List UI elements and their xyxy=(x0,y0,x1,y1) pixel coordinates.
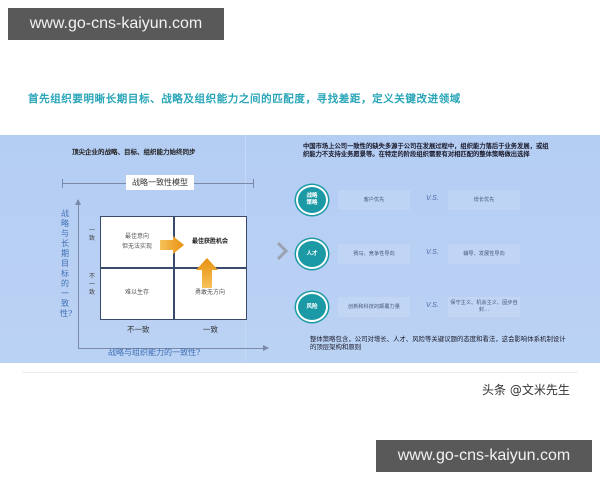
vs-label: V.S. xyxy=(426,249,439,256)
badge-text: 策略 xyxy=(306,200,318,206)
headline: 首先组织要明晰长期目标、战略及组织能力之间的匹配度，寻找差距，定义关键改进领域 xyxy=(28,93,461,105)
grid-horizontal-divider xyxy=(101,267,246,269)
comparison-row-talent: 人才 赛马、竞争性导向 V.S. 辅导、发展性导向 xyxy=(296,239,566,271)
cell-text: 最佳意向 xyxy=(124,233,149,240)
cell-text: 勇敢无方向 xyxy=(194,289,225,296)
comparison-row-risk: 风险 创新和科技的颠覆力量 V.S. 保守主义、机会主义、固步自封… xyxy=(296,292,566,324)
col-tick-aligned: 一致 xyxy=(203,325,218,334)
right-panel-intro: 中国市场上公司一致性的缺失多源于公司在发展过程中，组织能力落后于业务发展，或组织… xyxy=(303,143,549,158)
cell-bottom-right: 勇敢无方向 xyxy=(174,268,246,318)
matrix-grid: 最佳意向 但无法实现 最佳获胜机会 难以生存 勇敢无方向 xyxy=(100,216,247,320)
option-b: 辅导、发展性导向 xyxy=(448,244,520,264)
left-panel-title: 顶尖企业的战略、目标、组织能力始终同步 xyxy=(72,148,196,156)
comparison-row-strategy: 战略 策略 客户优先 V.S. 增长优先 xyxy=(296,185,566,217)
cell-text: 难以生存 xyxy=(124,289,149,296)
cell-bottom-left: 难以生存 xyxy=(101,268,173,318)
x-axis-label: 战略与组织能力的一致性? xyxy=(108,348,201,357)
col-tick-misaligned: 不一致 xyxy=(127,325,150,334)
cell-top-left: 最佳意向 但无法实现 xyxy=(101,217,173,267)
badge-text: 人才 xyxy=(306,250,318,257)
badge-talent: 人才 xyxy=(296,239,328,269)
author-credit: 头条 @文米先生 xyxy=(482,383,570,397)
option-b: 保守主义、机会主义、固步自封… xyxy=(448,297,520,317)
cell-top-right: 最佳获胜机会 xyxy=(174,217,246,267)
arrow-up-icon xyxy=(196,258,218,288)
watermark-bottom: www.go-cns-kaiyun.com xyxy=(376,440,592,472)
vs-label: V.S. xyxy=(426,195,439,202)
chevron-right-icon xyxy=(276,241,288,261)
watermark-top: www.go-cns-kaiyun.com xyxy=(8,8,224,40)
x-axis xyxy=(78,345,269,351)
option-a: 创新和科技的颠覆力量 xyxy=(338,297,410,317)
separator-line xyxy=(22,372,578,373)
option-a: 客户优先 xyxy=(338,190,410,210)
cell-text: 但无法实现 xyxy=(121,243,152,250)
arrow-right-icon xyxy=(160,236,184,254)
model-label: 战略一致性模型 xyxy=(126,175,194,190)
y-axis-label: 战略与长期目标的一致性? xyxy=(60,209,73,318)
badge-text: 风险 xyxy=(306,303,318,310)
diagram-band: 顶尖企业的战略、目标、组织能力始终同步 战略一致性模型 战略与长期目标的一致性?… xyxy=(0,135,600,363)
y-axis xyxy=(75,199,81,348)
badge-risk: 风险 xyxy=(296,292,328,322)
badge-strategy: 战略 策略 xyxy=(296,185,328,215)
option-b: 增长优先 xyxy=(448,190,520,210)
cell-text: 最佳获胜机会 xyxy=(191,238,228,245)
row-tick-misaligned: 不一致 xyxy=(88,273,95,296)
badge-text: 战略 xyxy=(306,193,318,199)
right-panel-footer: 整体策略包含，公司对增长、人才、风险等关键议题的态度和看法，这会影响体系机制设计… xyxy=(310,335,566,351)
option-a: 赛马、竞争性导向 xyxy=(338,244,410,264)
row-tick-aligned: 一致 xyxy=(88,227,95,242)
vs-label: V.S. xyxy=(426,302,439,309)
